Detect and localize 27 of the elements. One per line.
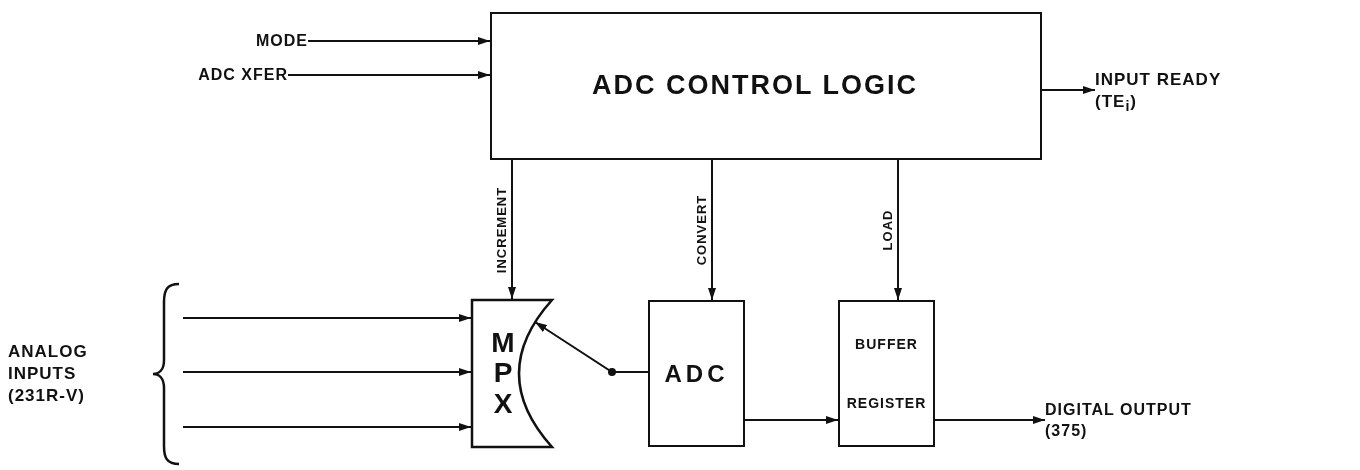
arrow <box>182 423 472 431</box>
arrow <box>287 71 491 79</box>
arrow <box>708 159 716 301</box>
node-label: ADC <box>664 358 729 389</box>
arrow <box>182 314 472 322</box>
edge-label: INCREMENT <box>493 186 509 273</box>
arrow <box>934 416 1046 424</box>
arrow <box>1041 86 1096 94</box>
edge-label: LOAD <box>879 209 895 251</box>
node-label: INPUT READY (TE$_{i}$) <box>1095 68 1222 116</box>
node-label: MODE <box>256 30 308 51</box>
arrow <box>307 37 491 45</box>
arrow <box>744 416 839 424</box>
node-label: ADC XFER <box>198 64 288 85</box>
node-label: MPX <box>490 327 516 420</box>
node-label: BUFFER REGISTER <box>845 334 928 413</box>
block-box <box>490 12 1042 160</box>
arrow <box>534 321 649 376</box>
node-label: ADC CONTROL LOGIC <box>592 69 918 103</box>
arrow <box>182 368 472 376</box>
edge-label: CONVERT <box>693 194 709 266</box>
block-box <box>838 300 935 447</box>
node-label: DIGITAL OUTPUT (375) <box>1045 400 1193 441</box>
block-box <box>648 300 745 447</box>
node-label: ANALOG INPUTS (231R-V) <box>8 341 88 406</box>
arrow <box>894 159 902 301</box>
arrow <box>508 159 516 300</box>
